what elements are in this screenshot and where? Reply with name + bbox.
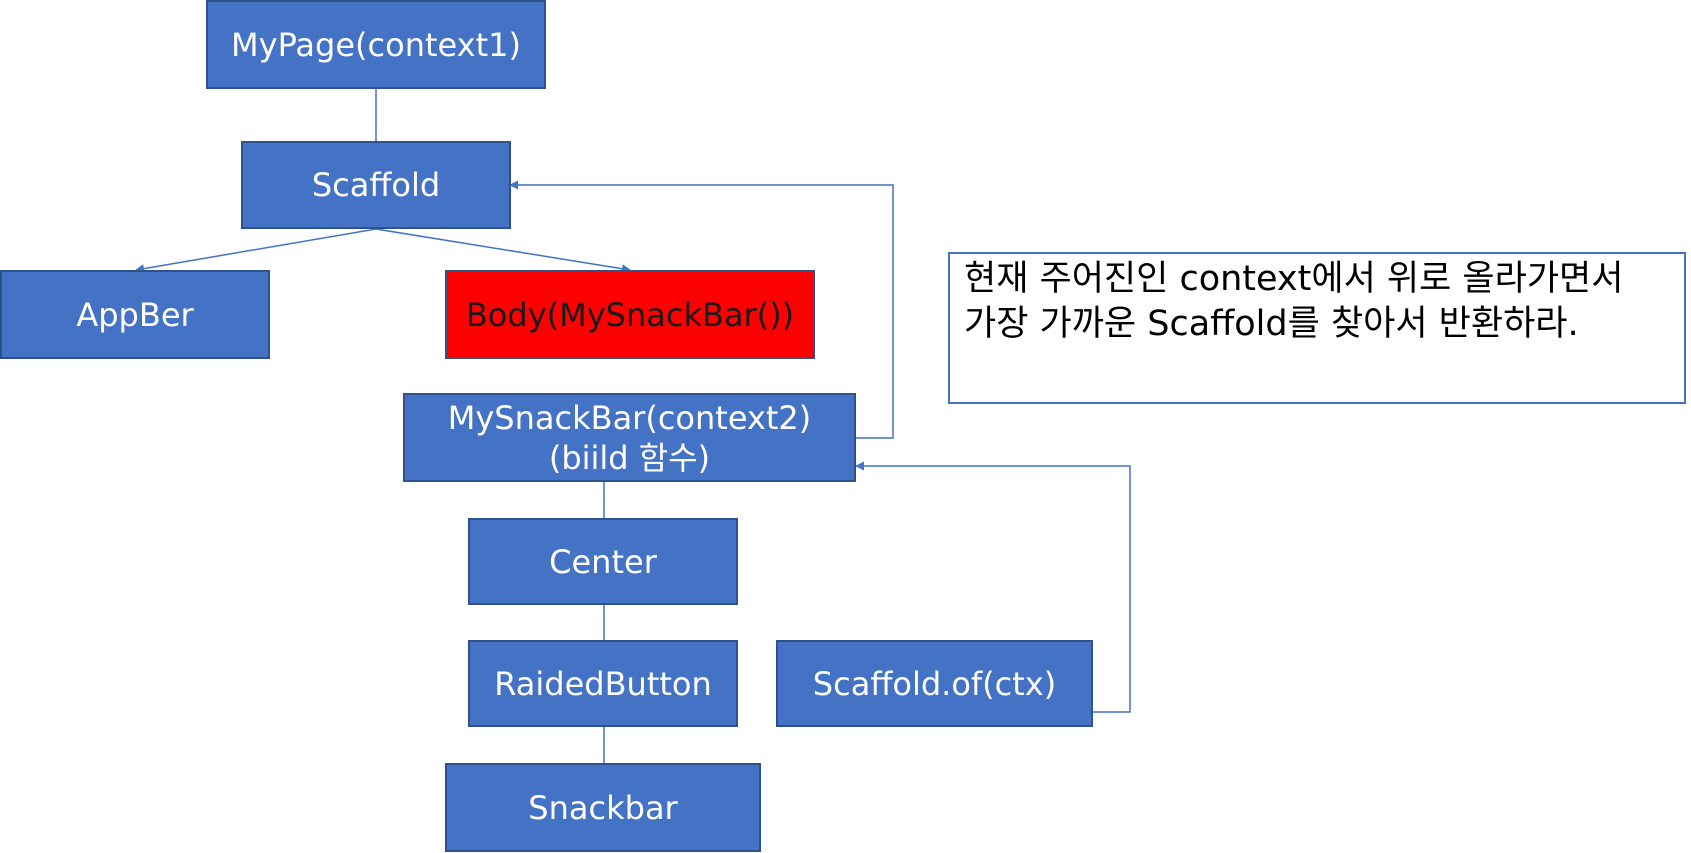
- scaffold-label: Scaffold: [311, 166, 441, 204]
- arrow-mysnackbar-to-scaffold: [509, 180, 894, 439]
- body-node: Body(MySnackBar()): [445, 270, 815, 359]
- snackbar-label: Snackbar: [528, 788, 678, 827]
- snackbar-node: Snackbar: [445, 763, 761, 852]
- scaffold-of-label: Scaffold.of(ctx): [812, 664, 1057, 703]
- body-label: Body(MySnackBar()): [465, 295, 795, 334]
- mysnackbar-node: MySnackBar(context2) (biild 함수): [403, 393, 856, 482]
- scaffold-node: Scaffold: [241, 141, 511, 229]
- explanation-text: 현재 주어진인 context에서 위로 올라가면서 가장 가까운 Scaffo…: [964, 259, 1624, 344]
- mypage-label: MyPage(context1): [231, 25, 521, 64]
- mysnackbar-label: MySnackBar(context2): [447, 398, 812, 437]
- mypage-node: MyPage(context1): [206, 0, 546, 89]
- appbar-label: AppBer: [76, 295, 194, 334]
- center-node: Center: [468, 518, 738, 605]
- explanation-note: 현재 주어진인 context에서 위로 올라가면서 가장 가까운 Scaffo…: [948, 252, 1686, 404]
- arrow-scaffold-appbar: [135, 228, 377, 274]
- arrow-scaffoldof-to-mysnackbar: [855, 461, 1131, 713]
- scaffold-of-node: Scaffold.of(ctx): [776, 640, 1093, 727]
- raised-button-label: RaidedButton: [494, 664, 712, 703]
- mysnackbar-sublabel: (biild 함수): [548, 438, 711, 477]
- appbar-node: AppBer: [0, 270, 270, 359]
- center-label: Center: [549, 542, 657, 581]
- raised-button-node: RaidedButton: [468, 640, 738, 727]
- arrow-scaffold-body: [375, 228, 631, 274]
